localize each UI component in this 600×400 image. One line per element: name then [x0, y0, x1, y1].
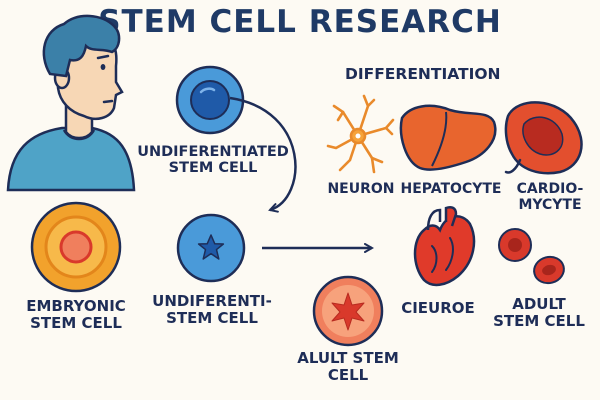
collar — [62, 129, 96, 141]
undifferentiated-top-line2: STEM CELL — [168, 160, 258, 177]
embryonic-line1: EMBRYONIC — [26, 297, 126, 315]
curved-arrow — [229, 96, 297, 210]
eyebrow — [96, 54, 110, 60]
hair — [42, 14, 121, 78]
alult-line1: ALULT STEM — [297, 349, 399, 367]
cardio-line2: MYCYTE — [518, 196, 582, 213]
undifferentiated-mid-line2: STEM CELL — [166, 308, 258, 327]
scientist-illustration — [6, 14, 136, 192]
adult-line2: STEM CELL — [493, 311, 585, 330]
cardio-line1: CARDIO- — [516, 181, 584, 197]
liver-icon — [399, 104, 497, 171]
embryonic-label: EMBRYONIC STEM CELL — [0, 298, 152, 332]
red-blood-cells-icon — [498, 228, 565, 285]
alult-line2: CELL — [327, 365, 369, 384]
neuron-label: NEURON — [327, 181, 395, 197]
differentiation-heading: DIFFERENTIATION — [345, 65, 501, 83]
hepatocyte-label: HEPATOCYTE — [400, 181, 502, 197]
page-title: STEM CELL RESEARCH — [98, 4, 502, 40]
embryonic-cell — [30, 201, 122, 293]
undifferentiated-top-label: UNDIFERENTIATED STEM CELL — [128, 144, 298, 176]
undifferentiated-cell-mid — [176, 213, 246, 283]
undifferentiated-mid-label: UNDIFERENTI- STEM CELL — [140, 293, 284, 327]
embryonic-line2: STEM CELL — [30, 313, 122, 332]
eye — [100, 64, 106, 70]
cardiomyocyte-icon — [504, 101, 583, 175]
heart-label: CIEUROE — [401, 299, 475, 317]
mouth — [102, 99, 114, 104]
alult-stem-cell-label: ALULT STEM CELL — [280, 350, 416, 384]
adult-line1: ADULT — [512, 295, 566, 313]
alult-stem-cell — [312, 275, 384, 347]
adult-stem-cell-label: ADULT STEM CELL — [486, 296, 592, 330]
heart-icon — [413, 206, 476, 287]
cardiomyocyte-label: CARDIO- MYCYTE — [506, 181, 594, 213]
neuron-icon — [326, 94, 395, 174]
undifferentiated-top-line1: UNDIFERENTIATED — [137, 144, 289, 160]
undifferentiated-cell-top — [175, 65, 245, 135]
undifferentiated-mid-line1: UNDIFERENTI- — [152, 292, 272, 310]
